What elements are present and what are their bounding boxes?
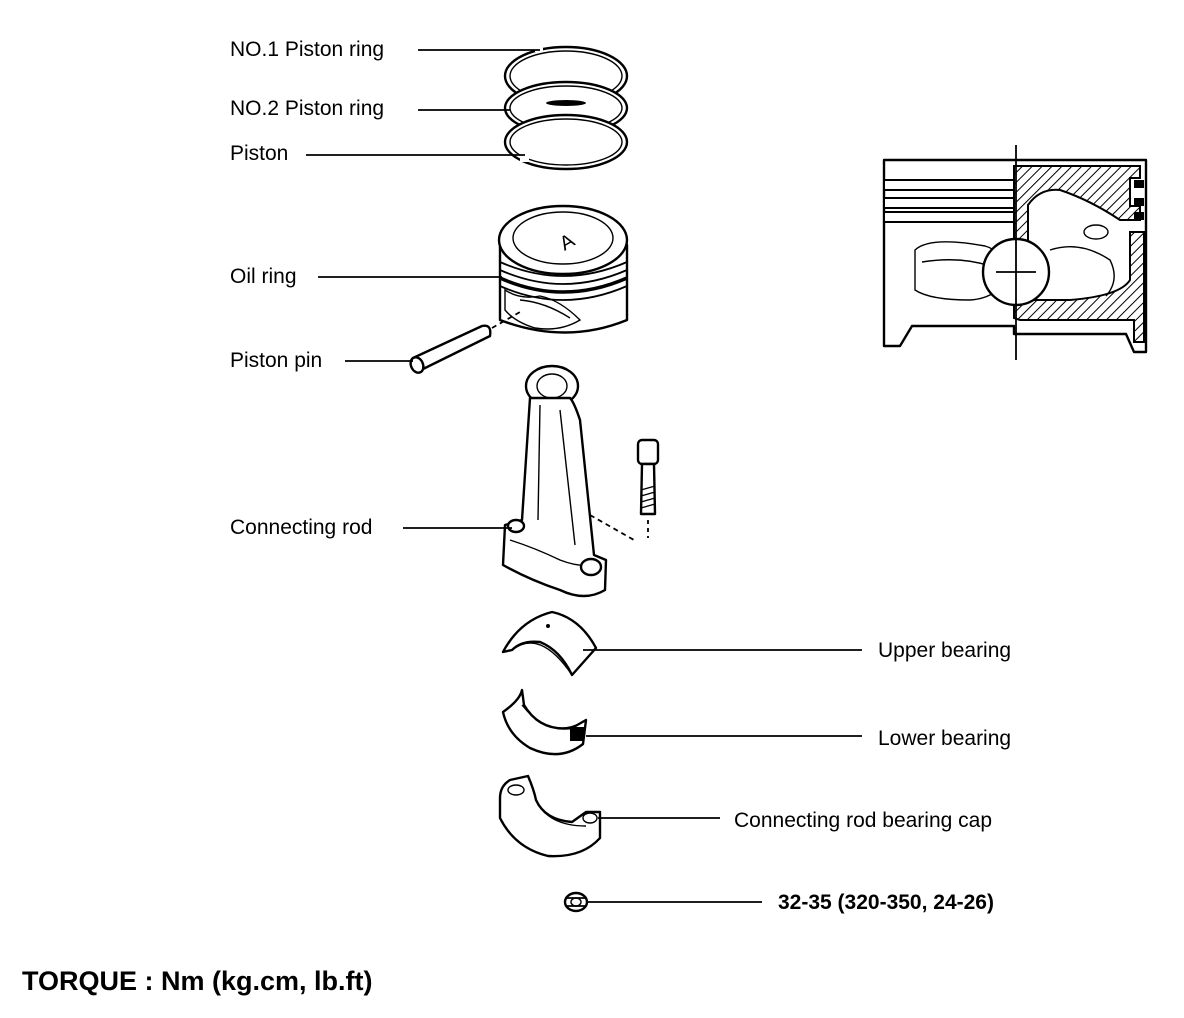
label-piston-pin: Piston pin <box>230 349 322 372</box>
rod-bolt <box>589 438 660 541</box>
label-ring2: NO.2 Piston ring <box>230 97 384 120</box>
label-bearing-cap: Connecting rod bearing cap <box>734 809 992 832</box>
piston-ring-no3 <box>503 113 629 171</box>
rod-nut <box>563 891 589 913</box>
label-nut-torque: 32-35 (320-350, 24-26) <box>778 891 994 914</box>
label-connecting-rod: Connecting rod <box>230 516 372 539</box>
label-lower-bearing: Lower bearing <box>878 727 1011 750</box>
label-piston: Piston <box>230 142 288 165</box>
leader-lines <box>306 49 862 903</box>
piston: A <box>497 204 629 334</box>
piston-pin <box>409 311 521 374</box>
bearing-cap <box>498 774 602 858</box>
upper-bearing-shell <box>501 610 598 677</box>
piston-cross-section <box>882 145 1148 360</box>
label-oil-ring: Oil ring <box>230 265 297 288</box>
label-ring1: NO.1 Piston ring <box>230 38 384 61</box>
lower-bearing-shell <box>501 688 588 756</box>
connecting-rod <box>501 364 608 598</box>
torque-units-note: TORQUE : Nm (kg.cm, lb.ft) <box>22 966 373 996</box>
label-upper-bearing: Upper bearing <box>878 639 1011 662</box>
